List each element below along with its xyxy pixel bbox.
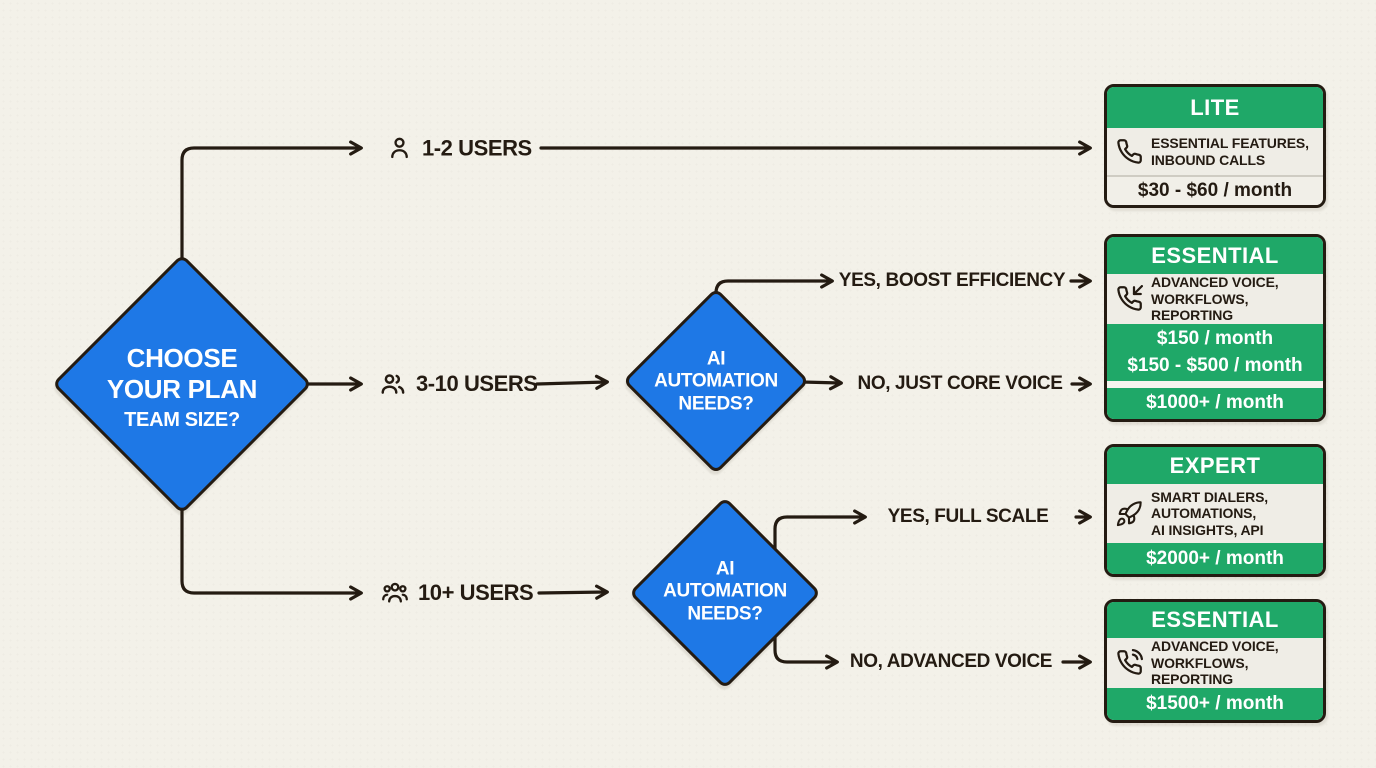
plan-price: $2000+ / month: [1107, 543, 1323, 574]
feature-line: ESSENTIAL FEATURES,: [1151, 134, 1309, 151]
feature-line: SMART DIALERS,: [1151, 488, 1269, 505]
d1-node-label: AI AUTOMATION NEEDS?: [654, 348, 778, 415]
price-line: $150 - $500 / month: [1127, 355, 1303, 377]
plan-card-essential-2: ESSENTIAL ADVANCED VOICE, WORKFLOWS, REP…: [1104, 599, 1326, 723]
wire-d2-yes: [773, 509, 867, 567]
plan-features: SMART DIALERS, AUTOMATIONS, AI INSIGHTS,…: [1107, 484, 1323, 543]
card-divider: [1107, 380, 1323, 388]
plan-name: ESSENTIAL: [1107, 602, 1323, 638]
wire-users-3-10-to-d1: [535, 374, 609, 390]
branch-label-text: 10+ USERS: [418, 580, 534, 605]
wire-root-to-users-10plus: [180, 504, 363, 601]
feature-line: AUTOMATIONS,: [1151, 505, 1257, 522]
d1-line-3: NEEDS?: [678, 393, 754, 415]
plan-price: $1500+ / month: [1107, 687, 1323, 720]
branch-label-text: 3-10 USERS: [416, 371, 538, 396]
d2-line-2: AUTOMATION: [663, 580, 787, 602]
wire-d1-no: [800, 375, 843, 391]
root-node-label: CHOOSE YOUR PLAN TEAM SIZE?: [106, 343, 258, 433]
plan-card-expert: EXPERT SMART DIALERS, AUTOMATIONS, AI IN…: [1104, 444, 1326, 577]
d2-line-3: NEEDS?: [687, 603, 763, 625]
edge-label-d2-no: NO, ADVANCED VOICE: [849, 651, 1053, 672]
root-line-2: YOUR PLAN: [106, 373, 258, 404]
plan-price-top-tier: $1000+ / month: [1107, 387, 1323, 419]
feature-line: WORKFLOWS, REPORTING: [1151, 290, 1249, 324]
people-icon: [381, 374, 405, 394]
plan-name: EXPERT: [1107, 447, 1323, 484]
branch-users-10plus: 10+ USERS: [381, 579, 534, 607]
d1-line-2: AUTOMATION: [654, 370, 778, 392]
wire-root-to-users-1-2: [180, 140, 363, 264]
feature-text: ADVANCED VOICE, WORKFLOWS, REPORTING: [1151, 638, 1323, 688]
branch-label-text: 1-2 USERS: [422, 135, 532, 160]
phone-incoming-icon: [1107, 285, 1151, 312]
plan-card-lite: LITE ESSENTIAL FEATURES, INBOUND CALLS $…: [1104, 84, 1326, 208]
rocket-icon: [1107, 500, 1151, 528]
plan-features: ADVANCED VOICE, WORKFLOWS, REPORTING: [1107, 274, 1323, 324]
plan-name: ESSENTIAL: [1107, 237, 1323, 274]
wire-users-10plus-to-d2: [537, 584, 609, 600]
d2-node-label: AI AUTOMATION NEEDS?: [663, 558, 787, 625]
group-icon: [382, 582, 408, 603]
feature-line: INBOUND CALLS: [1151, 151, 1266, 168]
person-icon: [391, 137, 408, 159]
branch-users-3-10: 3-10 USERS: [379, 370, 538, 398]
feature-text: ADVANCED VOICE, WORKFLOWS, REPORTING: [1151, 274, 1323, 324]
feature-text: ESSENTIAL FEATURES, INBOUND CALLS: [1151, 135, 1323, 168]
phone-icon: [1107, 138, 1151, 165]
plan-price-range: $150 / month $150 - $500 / month: [1107, 323, 1323, 381]
edge-label-d1-no: NO, JUST CORE VOICE: [857, 373, 1063, 394]
root-line-1: CHOOSE: [126, 343, 238, 374]
feature-line: WORKFLOWS, REPORTING: [1151, 654, 1249, 688]
feature-line: ADVANCED VOICE,: [1151, 638, 1279, 654]
plan-name: LITE: [1107, 87, 1323, 128]
feature-text: SMART DIALERS, AUTOMATIONS, AI INSIGHTS,…: [1151, 489, 1323, 539]
edge-label-d2-yes: YES, FULL SCALE: [887, 506, 1049, 527]
root-subtitle: TEAM SIZE?: [124, 409, 240, 432]
d2-line-1: AI: [715, 558, 735, 580]
plan-features: ESSENTIAL FEATURES, INBOUND CALLS: [1107, 128, 1323, 175]
feature-line: ADVANCED VOICE,: [1151, 274, 1279, 290]
d1-line-1: AI: [706, 348, 726, 370]
branch-users-1-2: 1-2 USERS: [386, 135, 532, 162]
plan-price: $30 - $60 / month: [1107, 175, 1323, 205]
wire-d2-no: [773, 620, 839, 670]
feature-line: AI INSIGHTS, API: [1151, 521, 1264, 538]
phone-volume-icon: [1107, 649, 1151, 676]
price-line: $150 / month: [1156, 327, 1274, 349]
plan-card-essential: ESSENTIAL ADVANCED VOICE, WORKFLOWS, REP…: [1104, 234, 1326, 422]
edge-label-d1-yes: YES, BOOST EFFICIENCY: [838, 270, 1066, 291]
plan-features: ADVANCED VOICE, WORKFLOWS, REPORTING: [1107, 638, 1323, 688]
